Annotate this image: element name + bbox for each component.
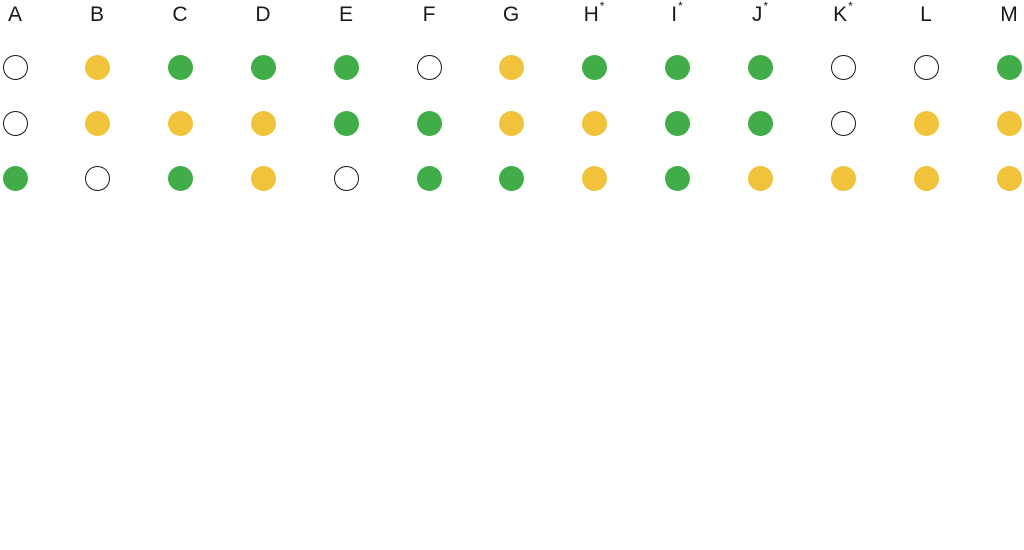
status-dot-empty bbox=[2, 110, 28, 136]
status-dot-empty bbox=[416, 54, 442, 80]
status-dot-green bbox=[581, 54, 607, 80]
status-dot-yellow bbox=[830, 165, 856, 191]
column-header-j: J* bbox=[740, 0, 780, 28]
column-letter: J bbox=[751, 3, 763, 26]
status-dot-green bbox=[416, 165, 442, 191]
status-dot-green bbox=[167, 54, 193, 80]
status-dot-green bbox=[664, 54, 690, 80]
column-header-l: L bbox=[906, 2, 946, 28]
column-header-c: C bbox=[160, 2, 200, 28]
status-dot-yellow bbox=[250, 165, 276, 191]
column-letter: L bbox=[920, 3, 932, 26]
asterisk-marker: * bbox=[678, 0, 683, 13]
status-dot-yellow bbox=[167, 110, 193, 136]
status-dot-yellow bbox=[747, 165, 773, 191]
column-header-e: E bbox=[326, 2, 366, 28]
asterisk-marker: * bbox=[763, 0, 769, 13]
status-dot-empty bbox=[830, 110, 856, 136]
status-dot-green bbox=[664, 110, 690, 136]
status-dot-green bbox=[416, 110, 442, 136]
status-dot-yellow bbox=[498, 54, 524, 80]
column-letter: B bbox=[89, 3, 104, 26]
status-dot-yellow bbox=[250, 110, 276, 136]
column-letter: H bbox=[583, 3, 599, 26]
status-dot-yellow bbox=[84, 54, 110, 80]
status-dot-empty bbox=[333, 165, 359, 191]
column-header-k: K* bbox=[823, 0, 863, 28]
column-letter: E bbox=[338, 3, 353, 26]
column-letter: C bbox=[172, 3, 188, 26]
column-header-b: B bbox=[77, 2, 117, 28]
asterisk-marker: * bbox=[599, 0, 605, 13]
status-dot-empty bbox=[830, 54, 856, 80]
asterisk-marker: * bbox=[848, 0, 853, 13]
column-header-f: F bbox=[409, 2, 449, 28]
status-dot-green bbox=[498, 165, 524, 191]
status-dot-green bbox=[996, 54, 1022, 80]
column-header-m: M bbox=[989, 2, 1024, 28]
status-dot-green bbox=[747, 54, 773, 80]
column-header-d: D bbox=[243, 2, 283, 28]
status-dot-yellow bbox=[996, 165, 1022, 191]
column-letter: M bbox=[1000, 3, 1018, 26]
status-dot-green bbox=[2, 165, 28, 191]
status-dot-green bbox=[747, 110, 773, 136]
status-dot-yellow bbox=[581, 165, 607, 191]
status-dot-yellow bbox=[913, 110, 939, 136]
status-dot-green bbox=[333, 110, 359, 136]
status-dot-yellow bbox=[913, 165, 939, 191]
column-header-g: G bbox=[491, 2, 531, 28]
status-dot-yellow bbox=[84, 110, 110, 136]
column-letter: K bbox=[833, 3, 848, 26]
status-dot-yellow bbox=[996, 110, 1022, 136]
status-dot-yellow bbox=[498, 110, 524, 136]
column-letter: F bbox=[422, 3, 436, 26]
column-header-a: A bbox=[0, 2, 35, 28]
status-dot-empty bbox=[84, 165, 110, 191]
status-dot-green bbox=[333, 54, 359, 80]
column-letter: G bbox=[502, 3, 520, 26]
column-letter: I bbox=[671, 3, 678, 26]
column-header-h: H* bbox=[574, 0, 614, 28]
column-letter: A bbox=[7, 3, 22, 26]
status-dot-green bbox=[167, 165, 193, 191]
status-dot-empty bbox=[2, 54, 28, 80]
status-dot-green bbox=[250, 54, 276, 80]
column-letter: D bbox=[255, 3, 271, 26]
status-dot-green bbox=[664, 165, 690, 191]
status-dot-yellow bbox=[581, 110, 607, 136]
column-header-i: I* bbox=[657, 0, 697, 28]
status-dot-empty bbox=[913, 54, 939, 80]
